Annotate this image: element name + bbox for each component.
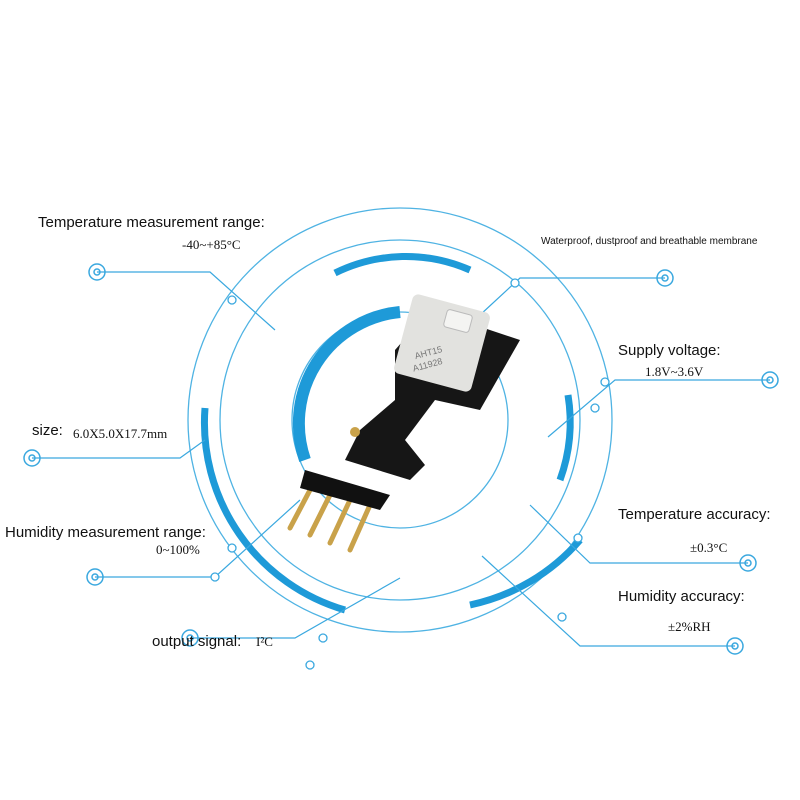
sensor-module: AHT15 A11928 [287, 294, 520, 553]
supply-voltage-value: 1.8V~3.6V [645, 364, 704, 379]
humidity-range-value: 0~100% [156, 542, 200, 557]
humidity-range-label: Humidity measurement range: [5, 524, 206, 541]
pins [287, 487, 373, 553]
outer-ring [187, 207, 613, 633]
supply-voltage-label: Supply voltage: [618, 342, 721, 359]
temp-accuracy-value: ±0.3°C [690, 540, 728, 555]
target-icons [23, 263, 779, 655]
middle-ring [219, 239, 581, 601]
temp-accuracy-label: Temperature accuracy: [618, 506, 771, 523]
humidity-accuracy-value: ±2%RH [668, 619, 711, 634]
rings [187, 207, 613, 633]
size-value: 6.0X5.0X17.7mm [73, 426, 168, 441]
membrane-label: Waterproof, dustproof and breathable mem… [541, 236, 758, 247]
output-signal-label: output signal: [152, 633, 242, 650]
node-dots [210, 278, 610, 670]
temp-range-value: -40~+85°C [182, 237, 241, 252]
leader-lines [32, 271, 770, 647]
temp-range-label: Temperature measurement range: [38, 214, 265, 231]
thick-arcs [200, 253, 583, 614]
humidity-accuracy-label: Humidity accuracy: [618, 588, 745, 605]
output-signal-value: I²C [256, 634, 273, 649]
size-label: size: [32, 422, 63, 439]
